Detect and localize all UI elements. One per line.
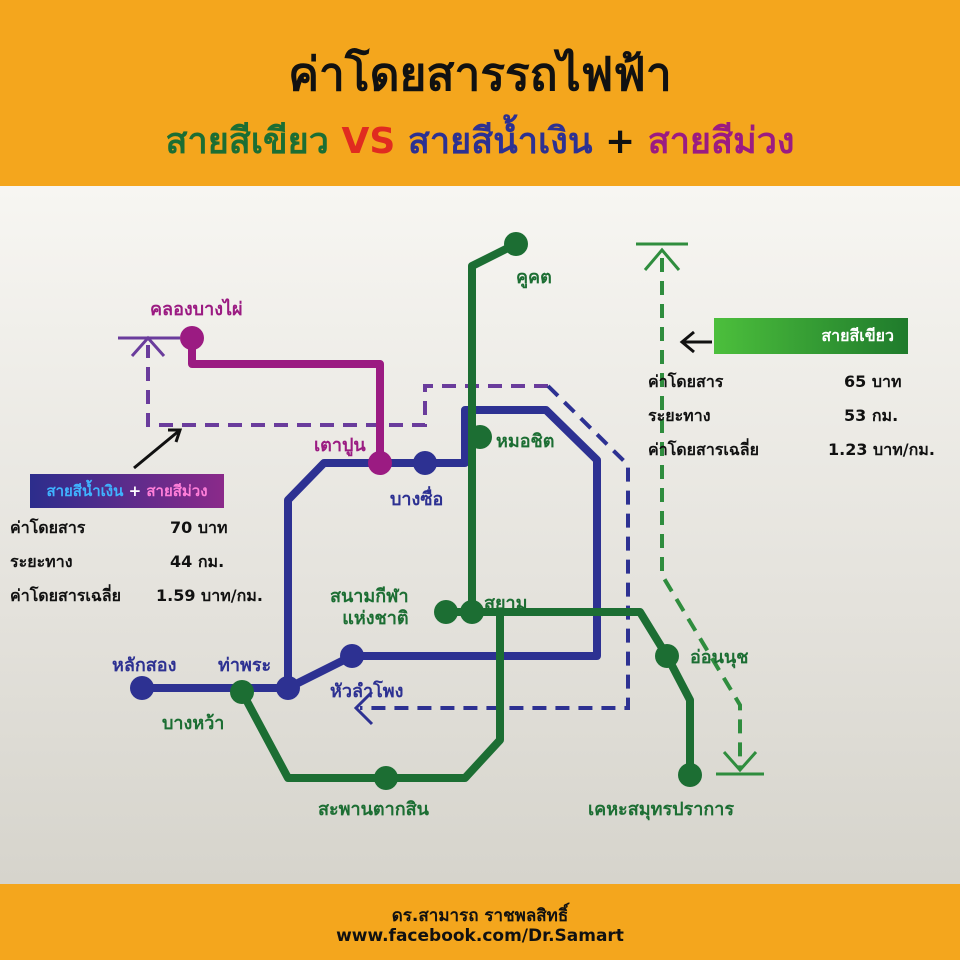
header-banner: ค่าโดยสารรถไฟฟ้า สายสีเขียว VS สายสีน้ำเ… <box>0 0 960 186</box>
green-line-badge: สายสีเขียว <box>714 318 908 354</box>
badge-blue-text: สายสีน้ำเงิน <box>46 482 124 500</box>
blue-purple-info: ค่าโดยสาร 70 บาท ระยะทาง 44 กม. ค่าโดยสารเ… <box>10 516 310 614</box>
green-avg-label: ค่าโดยสารเฉลี่ย <box>648 440 759 459</box>
blue-purple-pointer-arrow <box>133 428 183 470</box>
label-kheha: เคหะสมุทรปราการ <box>588 799 734 820</box>
label-saphan-taksin: สะพานตากสิน <box>318 799 429 820</box>
blue-purple-distance-route <box>146 345 548 427</box>
label-bang-wa: บางหว้า <box>162 713 225 734</box>
station-kheha <box>678 763 702 787</box>
label-mo-chit: หมอชิต <box>496 431 555 452</box>
station-tao-poon <box>368 451 392 475</box>
label-bang-sue: บางซื่อ <box>390 489 444 510</box>
station-tha-phra <box>276 676 300 700</box>
bp-avg-label: ค่าโดยสารเฉลี่ย <box>10 586 121 605</box>
label-lak-song: หลักสอง <box>112 655 177 676</box>
blue-distance-route <box>360 384 630 710</box>
bp-distance-value: 44 กม. <box>170 552 225 571</box>
green-distance-label: ระยะทาง <box>648 406 711 425</box>
station-siam <box>460 600 484 624</box>
label-siam: สยาม <box>484 593 528 614</box>
footer-author: ดร.สามารถ ราชพลสิทธิ์ <box>391 906 569 926</box>
green-line-info: ค่าโดยสาร 65 บาท ระยะทาง 53 กม. ค่าโดยสารเ… <box>648 370 948 468</box>
label-hua-lamphong: หัวลำโพง <box>330 681 404 702</box>
label-national-stadium: สนามกีฬา แห่งชาติ <box>330 586 409 629</box>
label-tha-phra: ท่าพระ <box>218 655 272 676</box>
station-khlong-bang-phai <box>180 326 204 350</box>
station-khukhot <box>504 232 528 256</box>
city-background <box>0 186 960 884</box>
label-on-nut: อ่อนนุช <box>690 647 749 668</box>
station-national-stadium <box>434 600 458 624</box>
bp-avg-value: 1.59 บาท/กม. <box>156 586 263 605</box>
green-fare-label: ค่าโดยสาร <box>648 372 724 391</box>
subtitle-vs: VS <box>341 121 396 162</box>
green-bottom-arrow-head <box>722 751 758 773</box>
badge-plus-text: + <box>128 482 142 500</box>
green-top-arrow-head <box>643 247 681 271</box>
station-lak-song <box>130 676 154 700</box>
purple-arrow-head <box>130 335 166 357</box>
station-bang-wa <box>230 680 254 704</box>
footer-url: www.facebook.com/Dr.Samart <box>336 926 624 946</box>
label-khlong-bang-phai: คลองบางไผ่ <box>150 299 243 320</box>
green-distance-route <box>660 258 742 770</box>
page-title: ค่าโดยสารรถไฟฟ้า <box>288 47 672 101</box>
green-fare-value: 65 บาท <box>844 372 902 391</box>
blue-purple-badge: สายสีน้ำเงิน + สายสีม่วง <box>30 474 224 508</box>
green-avg-value: 1.23 บาท/กม. <box>828 440 935 459</box>
subtitle-purple-line: สายสีม่วง <box>647 121 795 162</box>
bp-distance-label: ระยะทาง <box>10 552 73 571</box>
subtitle-plus: + <box>605 121 636 162</box>
label-khukhot: คูคต <box>516 267 552 288</box>
station-saphan-taksin <box>374 766 398 790</box>
station-hua-lamphong <box>340 644 364 668</box>
green-line-sukhumvit <box>468 240 694 775</box>
page-subtitle: สายสีเขียว VS สายสีน้ำเงิน + สายสีม่วง <box>0 112 960 169</box>
label-tao-poon: เตาปูน <box>314 435 366 456</box>
station-mo-chit <box>468 425 492 449</box>
station-bang-sue <box>413 451 437 475</box>
blue-arrow-head <box>353 690 374 726</box>
subtitle-blue-line: สายสีน้ำเงิน <box>407 121 593 162</box>
footer: ดร.สามารถ ราชพลสิทธิ์ www.facebook.com/D… <box>0 884 960 960</box>
bp-fare-label: ค่าโดยสาร <box>10 518 86 537</box>
bp-fare-value: 70 บาท <box>170 518 228 537</box>
badge-purple-text: สายสีม่วง <box>146 482 208 500</box>
purple-line <box>188 338 384 463</box>
green-line-silom <box>238 608 504 782</box>
station-on-nut <box>655 644 679 668</box>
subtitle-green-line: สายสีเขียว <box>165 121 329 162</box>
green-distance-value: 53 กม. <box>844 406 899 425</box>
green-pointer-arrow <box>679 330 712 354</box>
